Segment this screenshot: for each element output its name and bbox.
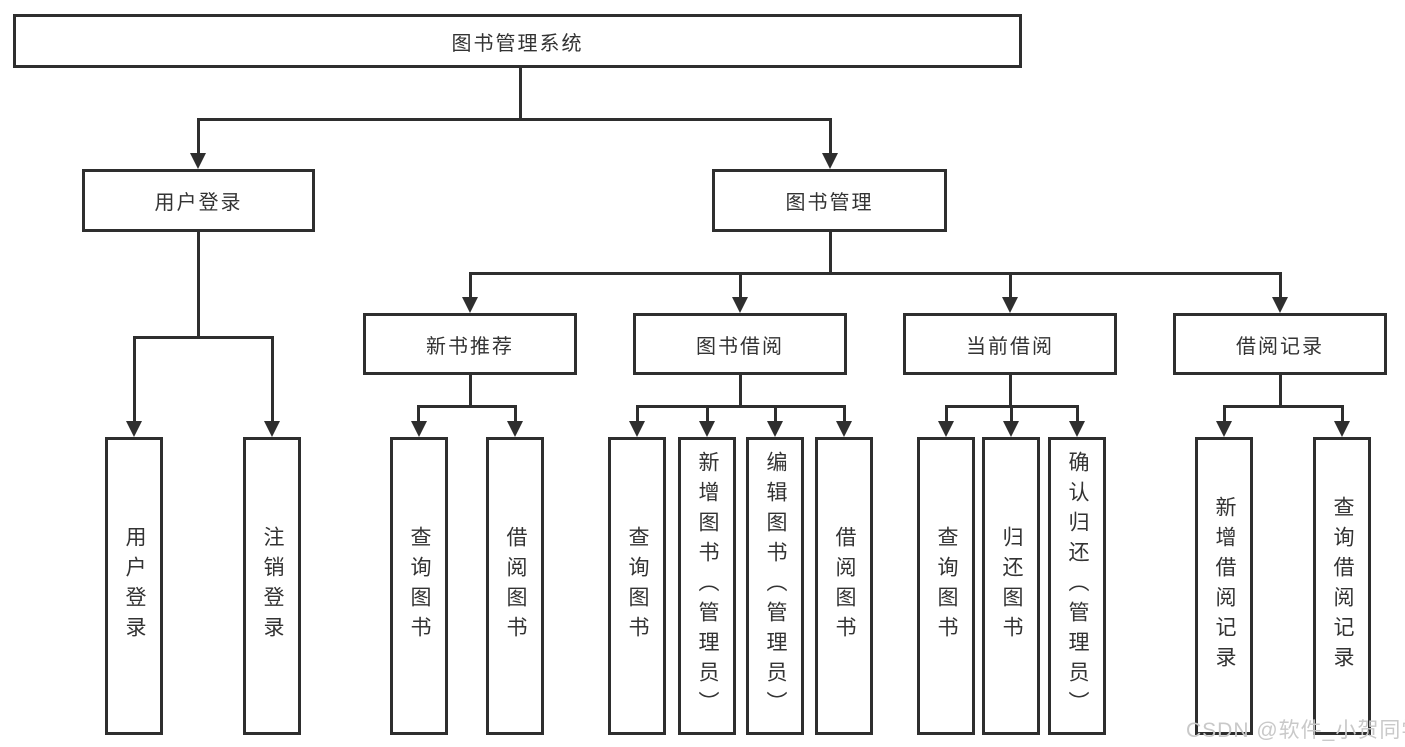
- connector-line: [636, 408, 639, 422]
- connector-line: [417, 405, 517, 408]
- node-label: 图书借阅: [696, 335, 784, 358]
- connector-line: [197, 121, 200, 154]
- connector-line: [829, 121, 832, 154]
- leaf-label: 借阅图书: [833, 526, 856, 646]
- connector-line: [133, 336, 274, 339]
- arrow-down-icon: [629, 421, 645, 437]
- connector-line: [469, 375, 472, 405]
- connector-line: [1009, 375, 1012, 405]
- leaf-edit-book-admin: 编辑图书（管理员）: [746, 437, 804, 735]
- leaf-label: 新增图书（管理员）: [696, 451, 719, 721]
- leaf-query-books-current: 查询图书: [917, 437, 975, 735]
- node-label: 新书推荐: [426, 335, 514, 358]
- leaf-label: 查询图书: [935, 526, 958, 646]
- connector-line: [197, 232, 200, 336]
- node-label: 借阅记录: [1236, 335, 1324, 358]
- node-user-login: 用户登录: [82, 169, 315, 232]
- connector-line: [514, 408, 517, 422]
- connector-line: [1076, 408, 1079, 422]
- leaf-label: 查询图书: [408, 526, 431, 646]
- connector-line: [1009, 275, 1012, 298]
- connector-line: [1279, 375, 1282, 405]
- arrow-down-icon: [1216, 421, 1232, 437]
- arrow-down-icon: [732, 297, 748, 313]
- leaf-label: 确认归还（管理员）: [1066, 451, 1089, 721]
- arrow-down-icon: [1003, 421, 1019, 437]
- node-library-management-system: 图书管理系统: [13, 14, 1022, 68]
- connector-line: [469, 272, 1282, 275]
- leaf-return-book: 归还图书: [982, 437, 1040, 735]
- connector-line: [636, 405, 846, 408]
- connector-line: [133, 339, 136, 422]
- arrow-down-icon: [767, 421, 783, 437]
- node-label: 图书管理: [785, 192, 874, 214]
- connector-line: [271, 339, 274, 422]
- connector-line: [1341, 408, 1344, 422]
- node-book-management: 图书管理: [712, 169, 947, 232]
- arrow-down-icon: [699, 421, 715, 437]
- connector-line: [739, 275, 742, 298]
- arrow-down-icon: [462, 297, 478, 313]
- node-label: 用户登录: [154, 192, 243, 214]
- leaf-label: 查询借阅记录: [1331, 496, 1354, 676]
- arrow-down-icon: [411, 421, 427, 437]
- node-current-borrow: 当前借阅: [903, 313, 1117, 375]
- leaf-logout: 注销登录: [243, 437, 301, 735]
- connector-line: [945, 408, 948, 422]
- connector-line: [417, 408, 420, 422]
- leaf-label: 新增借阅记录: [1213, 496, 1236, 676]
- connector-line: [1010, 408, 1013, 422]
- node-label: 当前借阅: [966, 335, 1054, 358]
- connector-line: [1223, 408, 1226, 422]
- arrow-down-icon: [1002, 297, 1018, 313]
- arrow-down-icon: [1069, 421, 1085, 437]
- arrow-down-icon: [1334, 421, 1350, 437]
- connector-line: [843, 408, 846, 422]
- arrow-down-icon: [190, 153, 206, 169]
- connector-line: [1223, 405, 1344, 408]
- connector-line: [739, 375, 742, 405]
- arrow-down-icon: [264, 421, 280, 437]
- leaf-query-books-recommend: 查询图书: [390, 437, 448, 735]
- connector-line: [469, 275, 472, 298]
- node-borrow-records: 借阅记录: [1173, 313, 1387, 375]
- arrow-down-icon: [1272, 297, 1288, 313]
- arrow-down-icon: [507, 421, 523, 437]
- connector-line: [829, 232, 832, 272]
- leaf-borrow-books: 借阅图书: [815, 437, 873, 735]
- leaf-label: 归还图书: [1000, 526, 1023, 646]
- leaf-borrow-books-recommend: 借阅图书: [486, 437, 544, 735]
- arrow-down-icon: [938, 421, 954, 437]
- connector-line: [197, 118, 832, 121]
- leaf-label: 编辑图书（管理员）: [764, 451, 787, 721]
- leaf-query-books-borrow: 查询图书: [608, 437, 666, 735]
- arrow-down-icon: [822, 153, 838, 169]
- node-new-book-recommend: 新书推荐: [363, 313, 577, 375]
- connector-line: [945, 405, 1079, 408]
- leaf-user-login: 用户登录: [105, 437, 163, 735]
- csdn-watermark: CSDN @软件_小贺同学: [1186, 719, 1405, 742]
- connector-line: [519, 68, 522, 121]
- leaf-label: 注销登录: [261, 526, 284, 646]
- connector-line: [774, 408, 777, 422]
- arrow-down-icon: [836, 421, 852, 437]
- leaf-label: 查询图书: [626, 526, 649, 646]
- node-label: 图书管理系统: [451, 32, 584, 55]
- leaf-add-borrow-record: 新增借阅记录: [1195, 437, 1253, 735]
- leaf-label: 借阅图书: [504, 526, 527, 646]
- connector-line: [706, 408, 709, 422]
- leaf-add-book-admin: 新增图书（管理员）: [678, 437, 736, 735]
- leaf-query-borrow-record: 查询借阅记录: [1313, 437, 1371, 735]
- node-book-borrow: 图书借阅: [633, 313, 847, 375]
- connector-line: [1279, 275, 1282, 298]
- leaf-label: 用户登录: [123, 526, 146, 646]
- leaf-confirm-return-admin: 确认归还（管理员）: [1048, 437, 1106, 735]
- arrow-down-icon: [126, 421, 142, 437]
